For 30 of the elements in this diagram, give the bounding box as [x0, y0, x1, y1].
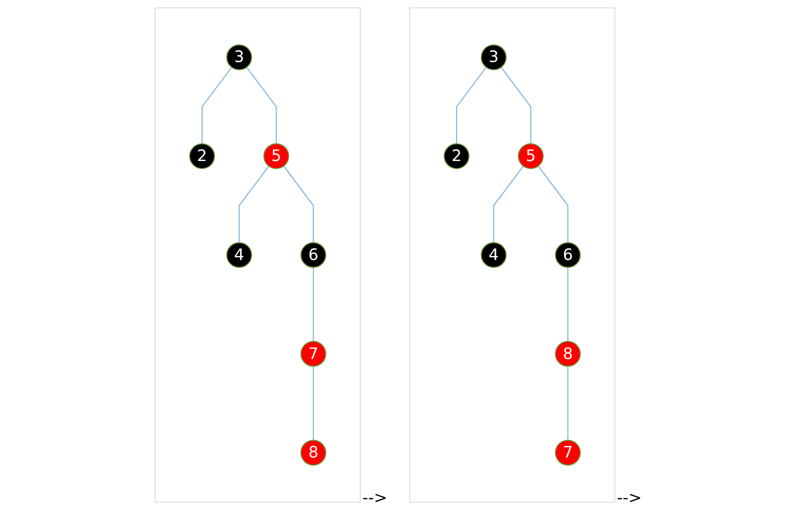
node-circle: 4 — [480, 242, 507, 268]
node-circle: 8 — [300, 440, 326, 466]
connector — [493, 166, 524, 244]
arrow-text: --> — [362, 488, 388, 508]
node-circle: 5 — [263, 143, 290, 170]
node-circle: 7 — [554, 440, 581, 466]
connector — [538, 166, 568, 244]
connector — [312, 266, 314, 342]
node-circle: 3 — [226, 44, 252, 70]
cluster — [154, 7, 361, 503]
connector — [500, 66, 532, 144]
connector — [456, 66, 487, 144]
node-circle: 7 — [300, 340, 326, 367]
node-circle: 6 — [300, 242, 326, 268]
connector — [312, 366, 314, 441]
cluster — [409, 7, 616, 503]
connector — [246, 66, 277, 144]
node-circle: 5 — [518, 143, 544, 170]
node-circle: 2 — [444, 143, 470, 170]
connector — [202, 66, 232, 144]
connector — [238, 166, 270, 244]
node-circle: 3 — [480, 44, 507, 70]
arrow-text: --> — [616, 488, 642, 508]
connector — [567, 366, 568, 441]
node-circle: 8 — [554, 340, 581, 367]
node-circle: 6 — [554, 242, 581, 268]
node-circle: 2 — [189, 143, 216, 170]
node-circle: 4 — [226, 242, 252, 268]
connector — [283, 166, 314, 244]
connector — [567, 266, 568, 342]
